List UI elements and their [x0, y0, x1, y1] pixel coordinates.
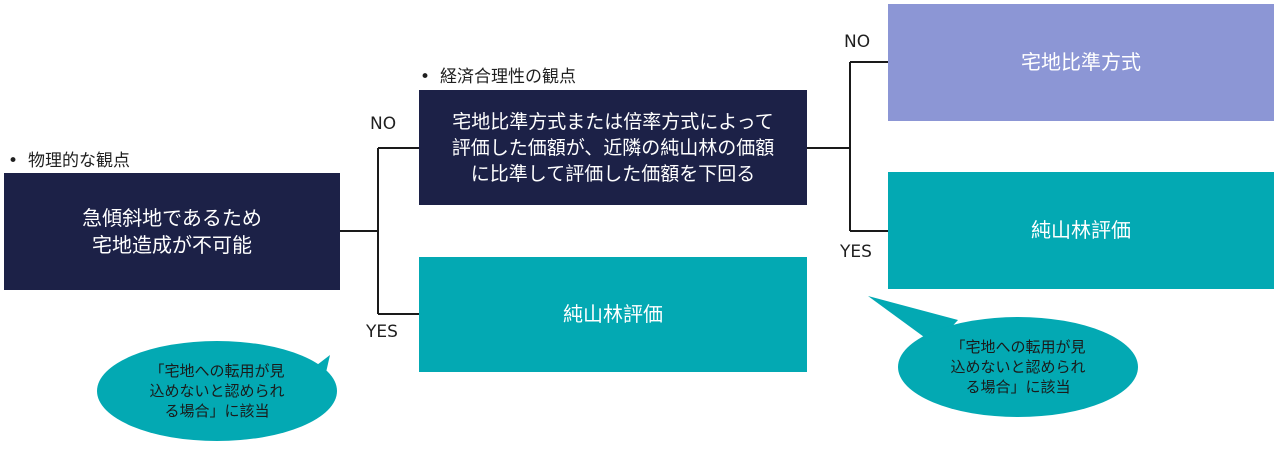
- branch-label-yes-right: YES: [840, 242, 872, 262]
- steep-slope-text: 急傾斜地であるため 宅地造成が不可能: [82, 205, 262, 257]
- economic-viewpoint-header: • 経済合理性の観点: [420, 62, 576, 87]
- bullet-icon: •: [8, 151, 19, 171]
- branch-label-no-left: NO: [370, 114, 397, 134]
- callout-text-left: 「宅地への転用が見 込めないと認められ る場合」に該当: [149, 362, 285, 420]
- price-comparison-box: 宅地比準方式または倍率方式によって 評価した価額が、近隣の純山林の価額 に比準し…: [419, 90, 807, 205]
- branch-label-yes-left: YES: [366, 322, 398, 342]
- residential-ratio-box: 宅地比準方式: [888, 4, 1274, 121]
- physical-viewpoint-label: 物理的な観点: [28, 151, 130, 171]
- forest-evaluation-text-right: 純山林評価: [1031, 218, 1131, 242]
- price-comparison-text: 宅地比準方式または倍率方式によって 評価した価額が、近隣の純山林の価額 に比準し…: [451, 110, 775, 185]
- callout-bubble-left: [97, 341, 337, 441]
- bullet-icon: •: [420, 67, 431, 87]
- residential-ratio-text: 宅地比準方式: [1021, 50, 1141, 74]
- physical-viewpoint-header: • 物理的な観点: [8, 146, 130, 171]
- callout-text-right: 「宅地への転用が見 込めないと認められ る場合」に該当: [950, 338, 1086, 396]
- steep-slope-box: 急傾斜地であるため 宅地造成が不可能: [4, 173, 340, 290]
- branch-label-no-right: NO: [844, 32, 871, 52]
- economic-viewpoint-label: 経済合理性の観点: [440, 67, 576, 87]
- forest-evaluation-box-right: 純山林評価: [888, 172, 1274, 289]
- forest-evaluation-text-left: 純山林評価: [563, 302, 663, 326]
- callout-bubble-right: [868, 296, 1138, 417]
- forest-evaluation-box-left: 純山林評価: [419, 257, 807, 372]
